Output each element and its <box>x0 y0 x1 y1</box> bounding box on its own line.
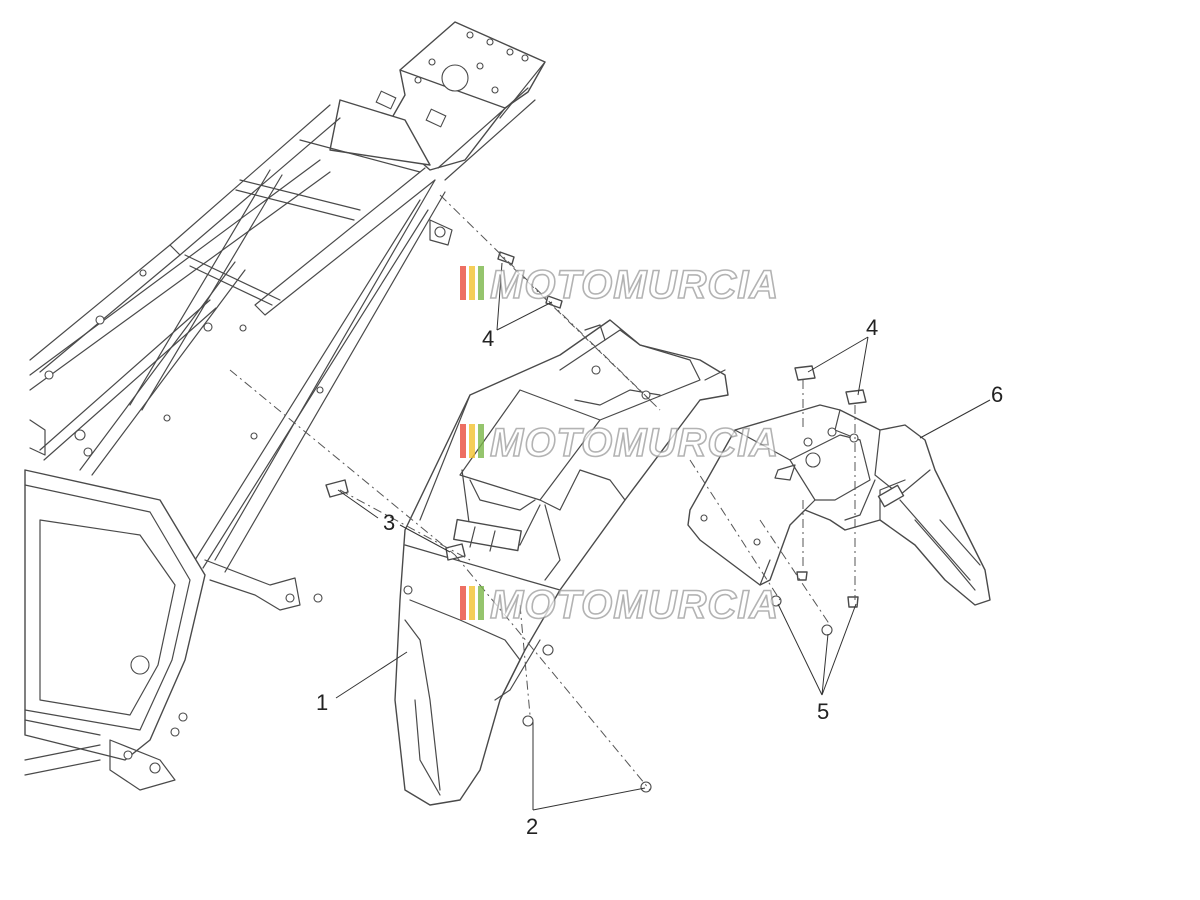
fasteners <box>325 251 867 793</box>
screw <box>770 595 782 607</box>
watermark-top: MOTOMURCIA <box>460 262 779 308</box>
clip-nut <box>794 365 816 381</box>
watermark-text: MOTOMURCIA <box>490 421 779 465</box>
license-plate-holder <box>687 404 991 606</box>
screw <box>847 596 859 608</box>
clip-nut <box>497 251 515 265</box>
screw <box>522 715 534 727</box>
watermark-stripe-green <box>478 266 484 300</box>
clip-nut <box>845 389 867 405</box>
inner-rear-fender <box>394 319 729 806</box>
watermark-text: MOTOMURCIA <box>490 263 779 307</box>
rear-subframe <box>24 21 546 791</box>
watermark-stripe-green <box>478 586 484 620</box>
callout-leaders <box>335 262 991 811</box>
watermark-bottom: MOTOMURCIA <box>460 582 779 628</box>
watermark-middle: MOTOMURCIA <box>460 420 779 466</box>
callout-2: 2 <box>526 814 538 839</box>
callout-4-left: 4 <box>482 326 494 351</box>
screw <box>640 781 652 793</box>
watermark-stripe-red <box>460 586 466 620</box>
watermark-text: MOTOMURCIA <box>490 583 779 627</box>
screw <box>796 571 808 581</box>
callout-1: 1 <box>316 690 328 715</box>
callout-4-right: 4 <box>866 315 878 340</box>
callout-5: 5 <box>817 699 829 724</box>
clip <box>445 543 466 561</box>
watermark-stripe-yellow <box>469 266 475 300</box>
callout-3: 3 <box>383 510 395 535</box>
watermark-stripe-yellow <box>469 586 475 620</box>
screw <box>821 624 833 636</box>
watermark-stripe-red <box>460 424 466 458</box>
watermark-stripe-green <box>478 424 484 458</box>
callout-labels: 1 2 3 4 4 5 6 <box>316 315 1003 839</box>
watermark-stripe-yellow <box>469 424 475 458</box>
assembly-axis-lines <box>229 194 856 791</box>
watermark-stripe-red <box>460 266 466 300</box>
callout-6: 6 <box>991 382 1003 407</box>
